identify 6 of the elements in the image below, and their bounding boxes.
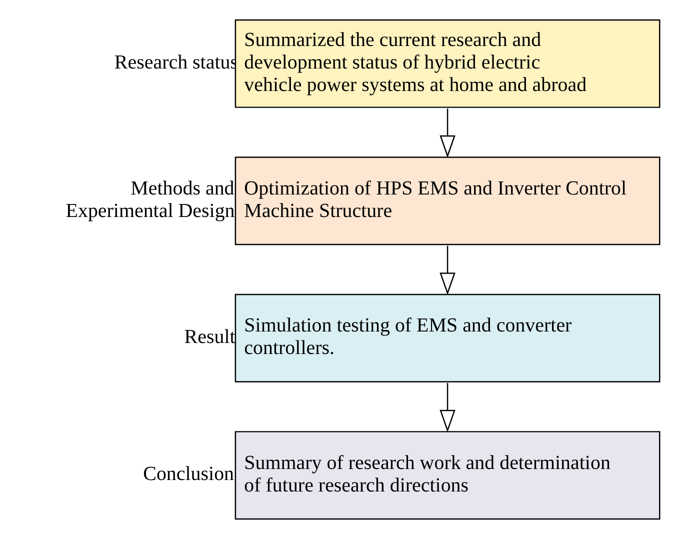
node-label: Methods and Experimental Design bbox=[66, 177, 235, 222]
arrow bbox=[440, 246, 456, 296]
arrow bbox=[440, 383, 456, 432]
node-label: Conclusion bbox=[143, 463, 234, 486]
arrow bbox=[440, 108, 456, 158]
node-label: Result bbox=[184, 326, 236, 348]
